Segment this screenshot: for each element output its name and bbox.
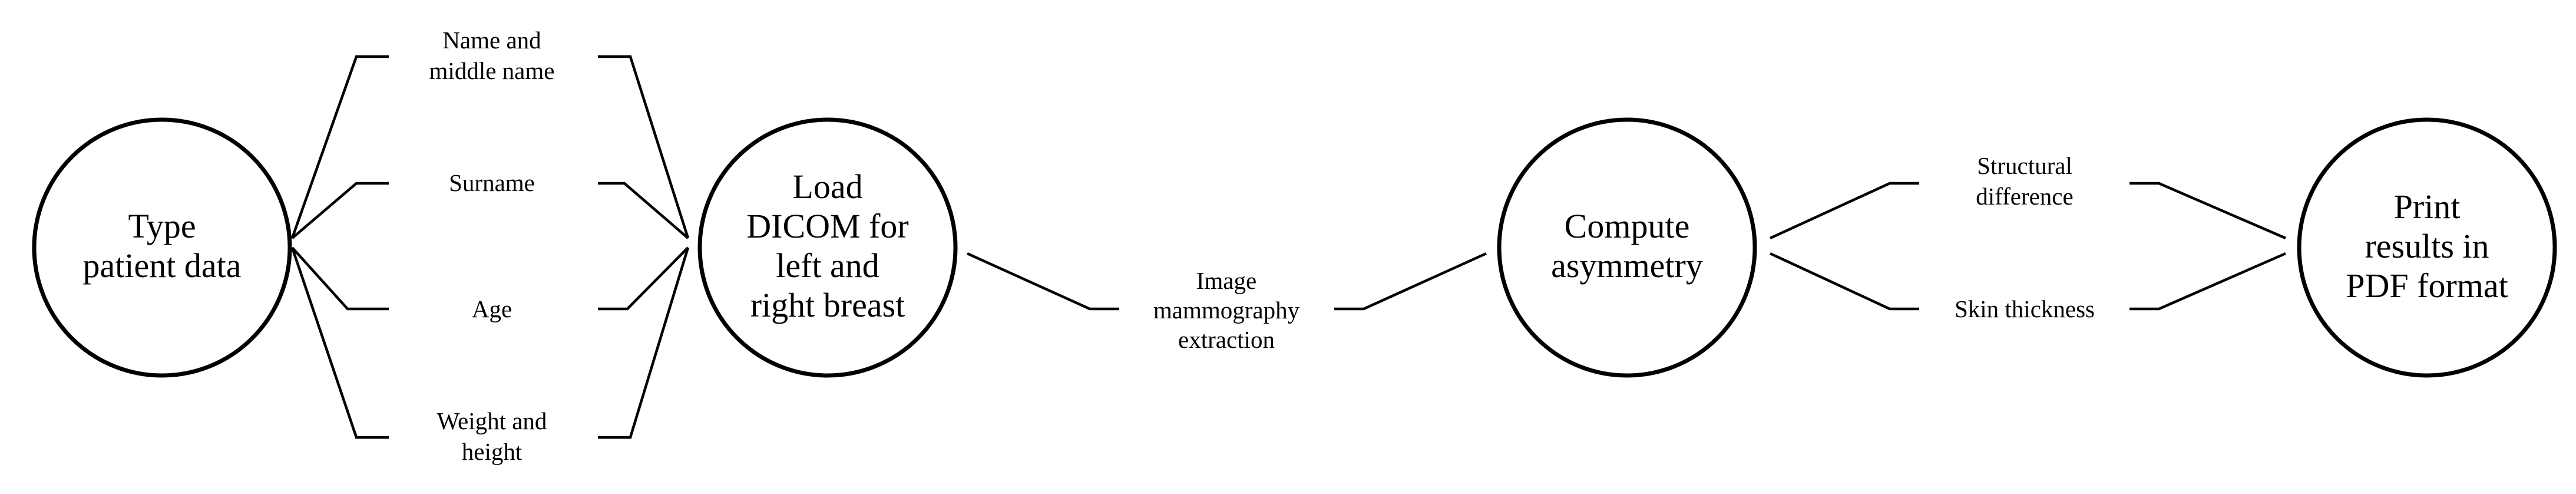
connector-structural-right (2129, 182, 2286, 240)
connectors-outputs (1770, 182, 2286, 311)
node-type-patient-data-line1: Type (128, 207, 196, 245)
node-load-dicom: Load DICOM for left and right breast (697, 117, 958, 378)
label-structural-difference-line2: difference (1976, 183, 2073, 210)
node-type-patient-data: Type patient data (32, 117, 292, 378)
label-image-extraction: Image mammography extraction (1153, 267, 1300, 353)
label-image-extraction-line1: Image (1196, 267, 1256, 294)
label-name-middle: Name and middle name (429, 27, 555, 84)
connector-age-left (291, 246, 389, 311)
connectors-extraction (967, 252, 1487, 311)
connector-surname-left (291, 182, 389, 239)
connector-weight-right (598, 247, 690, 439)
connector-age-right (598, 246, 689, 311)
connector-surname-right (598, 182, 689, 239)
node-load-dicom-line1: Load (792, 167, 862, 206)
connectors-patient-fields (290, 55, 690, 439)
label-weight-height-line2: height (462, 438, 523, 465)
connector-name-left (290, 55, 389, 239)
connector-skin-left (1770, 252, 1919, 311)
node-type-patient-data-line2: patient data (83, 246, 242, 285)
label-skin-thickness: Skin thickness (1955, 295, 2095, 322)
label-image-extraction-line3: extraction (1178, 326, 1275, 353)
label-name-middle-line2: middle name (429, 57, 555, 84)
label-image-extraction-line2: mammography (1153, 297, 1300, 324)
label-age-line1: Age (472, 295, 512, 322)
node-load-dicom-line3: left and (776, 246, 879, 285)
label-structural-difference-line1: Structural (1977, 152, 2072, 179)
node-load-dicom-line2: DICOM for (746, 207, 908, 245)
label-name-middle-line1: Name and (442, 27, 541, 54)
label-surname: Surname (449, 169, 535, 196)
label-surname-line1: Surname (449, 169, 535, 196)
label-structural-difference: Structural difference (1976, 152, 2073, 210)
node-print-results-line1: Print (2394, 187, 2461, 226)
node-load-dicom-line4: right breast (750, 286, 905, 324)
connector-name-right (598, 55, 690, 239)
connector-extraction-right (1334, 252, 1487, 311)
label-age: Age (472, 295, 512, 322)
node-compute-asymmetry-line2: asymmetry (1551, 246, 1703, 285)
connector-weight-left (290, 247, 389, 439)
node-print-results: Print results in PDF format (2297, 117, 2557, 378)
label-skin-thickness-line1: Skin thickness (1955, 295, 2095, 322)
node-compute-asymmetry: Compute asymmetry (1497, 117, 1757, 378)
node-print-results-line3: PDF format (2346, 266, 2508, 305)
node-compute-asymmetry-line1: Compute (1565, 207, 1690, 245)
node-print-results-line2: results in (2365, 227, 2489, 265)
connector-structural-left (1770, 182, 1919, 240)
label-weight-height-line1: Weight and (437, 407, 547, 434)
connector-skin-right (2129, 252, 2286, 311)
connector-extraction-left (967, 252, 1119, 311)
label-weight-height: Weight and height (437, 407, 547, 465)
